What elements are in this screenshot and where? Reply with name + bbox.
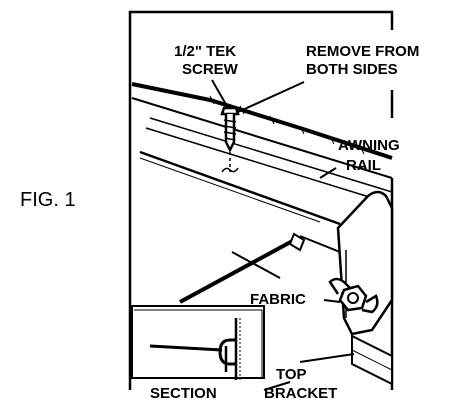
figure-label: FIG. 1: [20, 189, 76, 211]
label-top: TOP: [276, 366, 307, 383]
section-inset: [131, 305, 265, 380]
label-remove-2: BOTH SIDES: [306, 61, 398, 78]
fabric: [179, 232, 306, 304]
label-bracket: BRACKET: [264, 385, 337, 400]
label-fabric: FABRIC: [250, 291, 306, 308]
label-awning-2: RAIL: [346, 157, 381, 174]
label-tek-screw-2: SCREW: [182, 61, 239, 78]
leader-lines: [211, 79, 355, 391]
wing-nut-icon: [328, 277, 379, 314]
tek-screw-icon: [220, 106, 240, 173]
label-awning-1: AWNING: [338, 137, 400, 154]
label-remove-1: REMOVE FROM: [306, 43, 419, 60]
awning-rail: [131, 82, 393, 257]
label-section: SECTION: [150, 385, 217, 400]
label-tek-screw-1: 1/2" TEK: [174, 43, 236, 60]
